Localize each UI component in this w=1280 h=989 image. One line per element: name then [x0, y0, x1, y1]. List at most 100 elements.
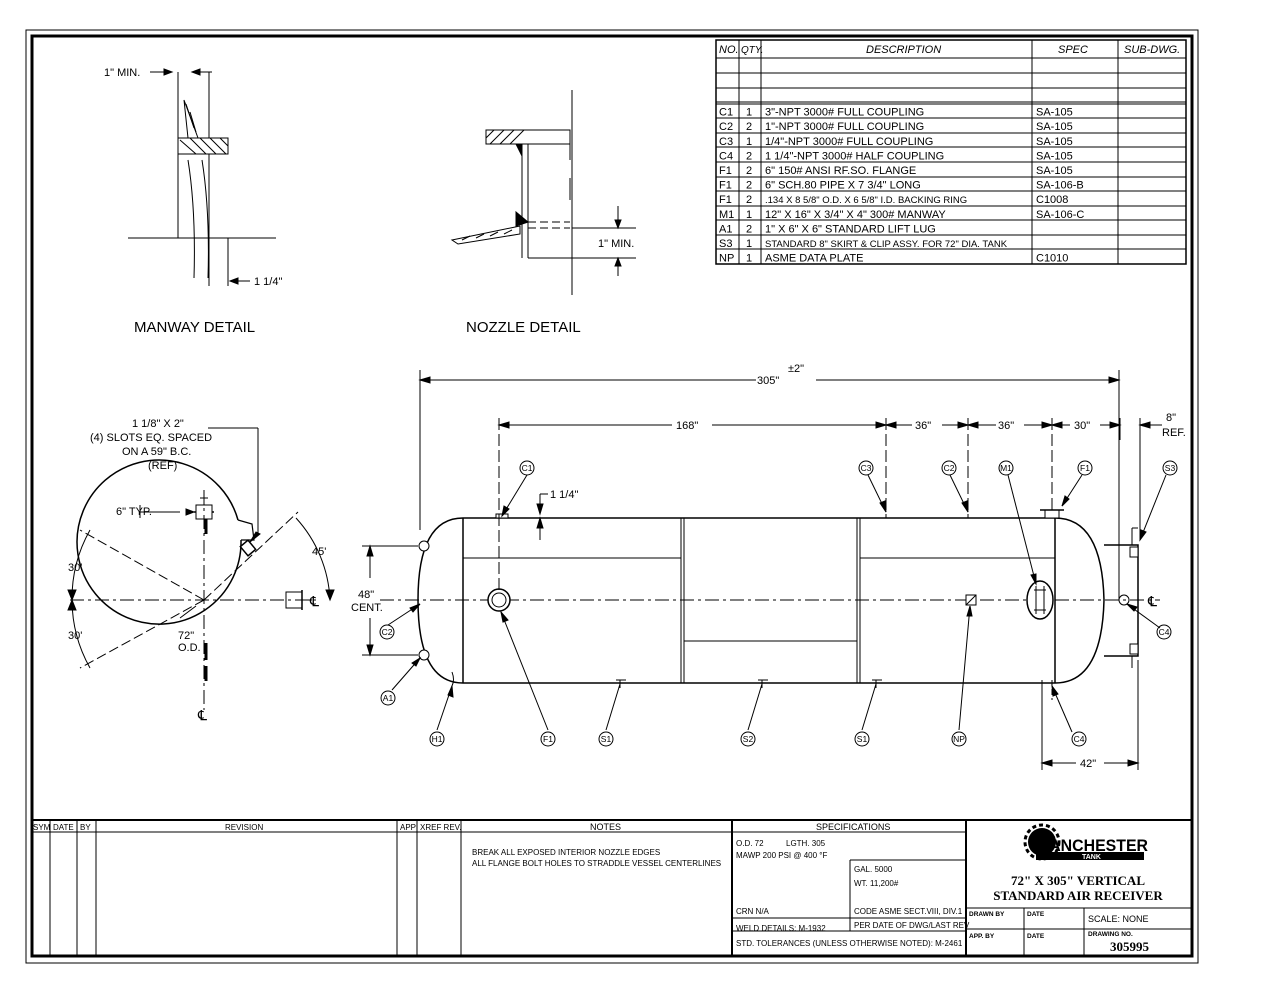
- note-2: ALL FLANGE BOLT HOLES TO STRADDLE VESSEL…: [472, 859, 721, 868]
- table-header-no: NO.: [719, 44, 739, 56]
- table-cell-qty: 1: [746, 107, 752, 119]
- dim-cent-label: CENT.: [351, 602, 383, 614]
- dim-8-label: 8": [1166, 412, 1176, 424]
- table-cell-qty: 1: [746, 238, 752, 250]
- table-cell-qty: 2: [746, 121, 752, 133]
- callout-s2: S2: [743, 734, 754, 744]
- table-cell-no: S3: [719, 238, 732, 250]
- table-header-spec: SPEC: [1058, 44, 1088, 56]
- table-cell-spec: SA-105: [1036, 121, 1073, 133]
- table-cell-qty: 1: [746, 253, 752, 265]
- od-label-2: O.D.: [178, 642, 201, 654]
- dim-42-label: 42": [1080, 758, 1096, 770]
- table-cell-spec: C1008: [1036, 194, 1068, 206]
- end-view: [67, 427, 335, 710]
- table-cell-no: F1: [719, 165, 732, 177]
- table-cell-desc: .134 X 8 5/8" O.D. X 6 5/8" I.D. BACKING…: [765, 195, 967, 206]
- callout-s3: S3: [1165, 463, 1176, 473]
- callout-s1-left: S1: [601, 734, 612, 744]
- dim-36b-label: 36": [998, 420, 1014, 432]
- table-cell-spec: SA-106-B: [1036, 180, 1084, 192]
- spec-code-1: CODE ASME SECT.VIII, DIV.1: [854, 907, 963, 916]
- table-cell-desc: 6" SCH.80 PIPE X 7 3/4" LONG: [765, 180, 921, 192]
- outer-border: [25, 29, 1199, 964]
- table-cell-qty: 2: [746, 223, 752, 235]
- spec-tolerances: STD. TOLERANCES (UNLESS OTHERWISE NOTED)…: [736, 939, 963, 948]
- callout-h1: H1: [432, 734, 443, 744]
- callout-c2-side: C2: [382, 627, 393, 637]
- rev-header-app: APP: [400, 823, 416, 832]
- side-view: [362, 370, 1178, 770]
- dim-114-label: 1 1/4": [550, 489, 578, 501]
- typ-label: 6" TYP.: [116, 506, 152, 518]
- notes-header: NOTES: [590, 822, 621, 832]
- dim-48-label: 48": [358, 589, 374, 601]
- angle-right-label: 45': [312, 546, 326, 558]
- overall-length-label: 305": [757, 375, 779, 387]
- drawing-title-line-2: STANDARD AIR RECEIVER: [993, 888, 1163, 903]
- table-cell-spec: SA-105: [1036, 165, 1073, 177]
- title-block: [32, 819, 1192, 956]
- slot-note-4: (REF): [148, 460, 177, 472]
- table-cell-no: NP: [719, 253, 734, 265]
- table-header-description: DESCRIPTION: [866, 44, 941, 56]
- manway-dim-label: 1 1/4": [254, 276, 282, 288]
- table-cell-desc: 1"-NPT 3000# FULL COUPLING: [765, 121, 924, 133]
- app-by-label: APP. BY: [969, 933, 995, 940]
- table-cell-no: F1: [719, 180, 732, 192]
- side-centerline-symbol: ℄: [1147, 593, 1157, 609]
- callout-c1: C1: [522, 463, 533, 473]
- rev-header-revision: REVISION: [225, 823, 263, 832]
- company-sub: TANK: [1082, 854, 1101, 861]
- spec-code-2: PER DATE OF DWG/LAST REV: [854, 921, 970, 930]
- specifications-header: SPECIFICATIONS: [816, 822, 890, 832]
- spec-gal: GAL. 5000: [854, 865, 893, 874]
- table-cell-desc: 6" 150# ANSI RF.SO. FLANGE: [765, 165, 916, 177]
- table-cell-no: C3: [719, 136, 733, 148]
- table-cell-spec: SA-105: [1036, 150, 1073, 162]
- rev-header-date: DATE: [53, 823, 74, 832]
- table-cell-no: M1: [719, 209, 734, 221]
- spec-mawp: MAWP 200 PSI @ 400 °F: [736, 851, 827, 860]
- table-cell-spec: SA-106-C: [1036, 209, 1084, 221]
- drawn-by-label: DRAWN BY: [969, 911, 1005, 918]
- table-cell-qty: 1: [746, 136, 752, 148]
- drawing-title-line-1: 72" X 305" VERTICAL: [1011, 873, 1145, 888]
- callout-c2-top: C2: [944, 463, 955, 473]
- slot-note-2: (4) SLOTS EQ. SPACED: [90, 432, 212, 444]
- angle-bottom-label: 30': [68, 630, 82, 642]
- dim-168-label: 168": [676, 420, 698, 432]
- table-cell-qty: 2: [746, 180, 752, 192]
- table-cell-spec: SA-105: [1036, 107, 1073, 119]
- table-cell-no: C2: [719, 121, 733, 133]
- dim-ref-label: REF.: [1162, 427, 1186, 439]
- date-label-1: DATE: [1027, 911, 1045, 918]
- table-cell-qty: 1: [746, 209, 752, 221]
- spec-weld: WELD DETAILS: M-1932: [736, 924, 826, 933]
- table-cell-qty: 2: [746, 150, 752, 162]
- table-cell-no: F1: [719, 194, 732, 206]
- nozzle-detail: [450, 90, 636, 295]
- rev-header-by: BY: [80, 823, 91, 832]
- company-name: MANCHESTER: [1036, 836, 1148, 855]
- od-label-1: 72": [178, 630, 194, 642]
- spec-od: O.D. 72: [736, 839, 764, 848]
- table-cell-no: C1: [719, 107, 733, 119]
- table-cell-desc: 3"-NPT 3000# FULL COUPLING: [765, 107, 924, 119]
- inner-border: [30, 34, 1194, 958]
- table-cell-desc: 1" X 6" X 6" STANDARD LIFT LUG: [765, 223, 936, 235]
- callout-a1: A1: [383, 693, 394, 703]
- table-cell-desc: ASME DATA PLATE: [765, 253, 863, 265]
- date-label-2: DATE: [1027, 933, 1045, 940]
- callout-f1-bottom: F1: [543, 734, 553, 744]
- table-cell-qty: 2: [746, 165, 752, 177]
- table-cell-desc: 12" X 16" X 3/4" X 4" 300# MANWAY: [765, 209, 946, 221]
- table-cell-desc: 1 1/4"-NPT 3000# HALF COUPLING: [765, 150, 944, 162]
- callout-np: NP: [953, 734, 965, 744]
- table-cell-desc: 1/4"-NPT 3000# FULL COUPLING: [765, 136, 933, 148]
- manway-detail: [128, 68, 276, 286]
- callout-m1: M1: [1000, 463, 1012, 473]
- manway-min-label: 1" MIN.: [104, 67, 140, 79]
- callout-s1-right: S1: [857, 734, 868, 744]
